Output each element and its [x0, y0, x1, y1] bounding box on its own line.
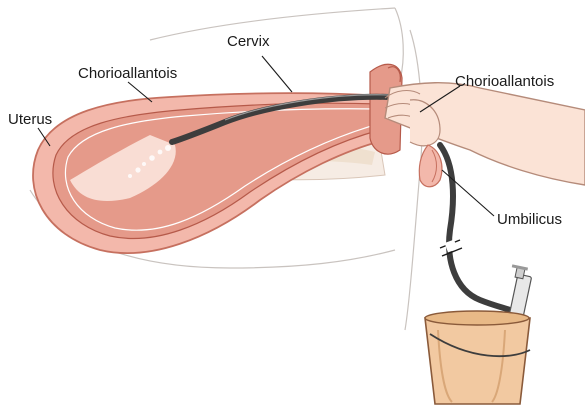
label-uterus: Uterus	[8, 111, 52, 128]
label-chorioallantois-right: Chorioallantois	[455, 73, 554, 90]
collection-bucket	[425, 311, 530, 404]
external-chorioallantois	[419, 145, 442, 187]
leader-cervix	[262, 56, 292, 92]
label-chorioallantois-left: Chorioallantois	[78, 65, 177, 82]
label-umbilicus: Umbilicus	[497, 211, 562, 228]
label-cervix: Cervix	[227, 33, 270, 50]
